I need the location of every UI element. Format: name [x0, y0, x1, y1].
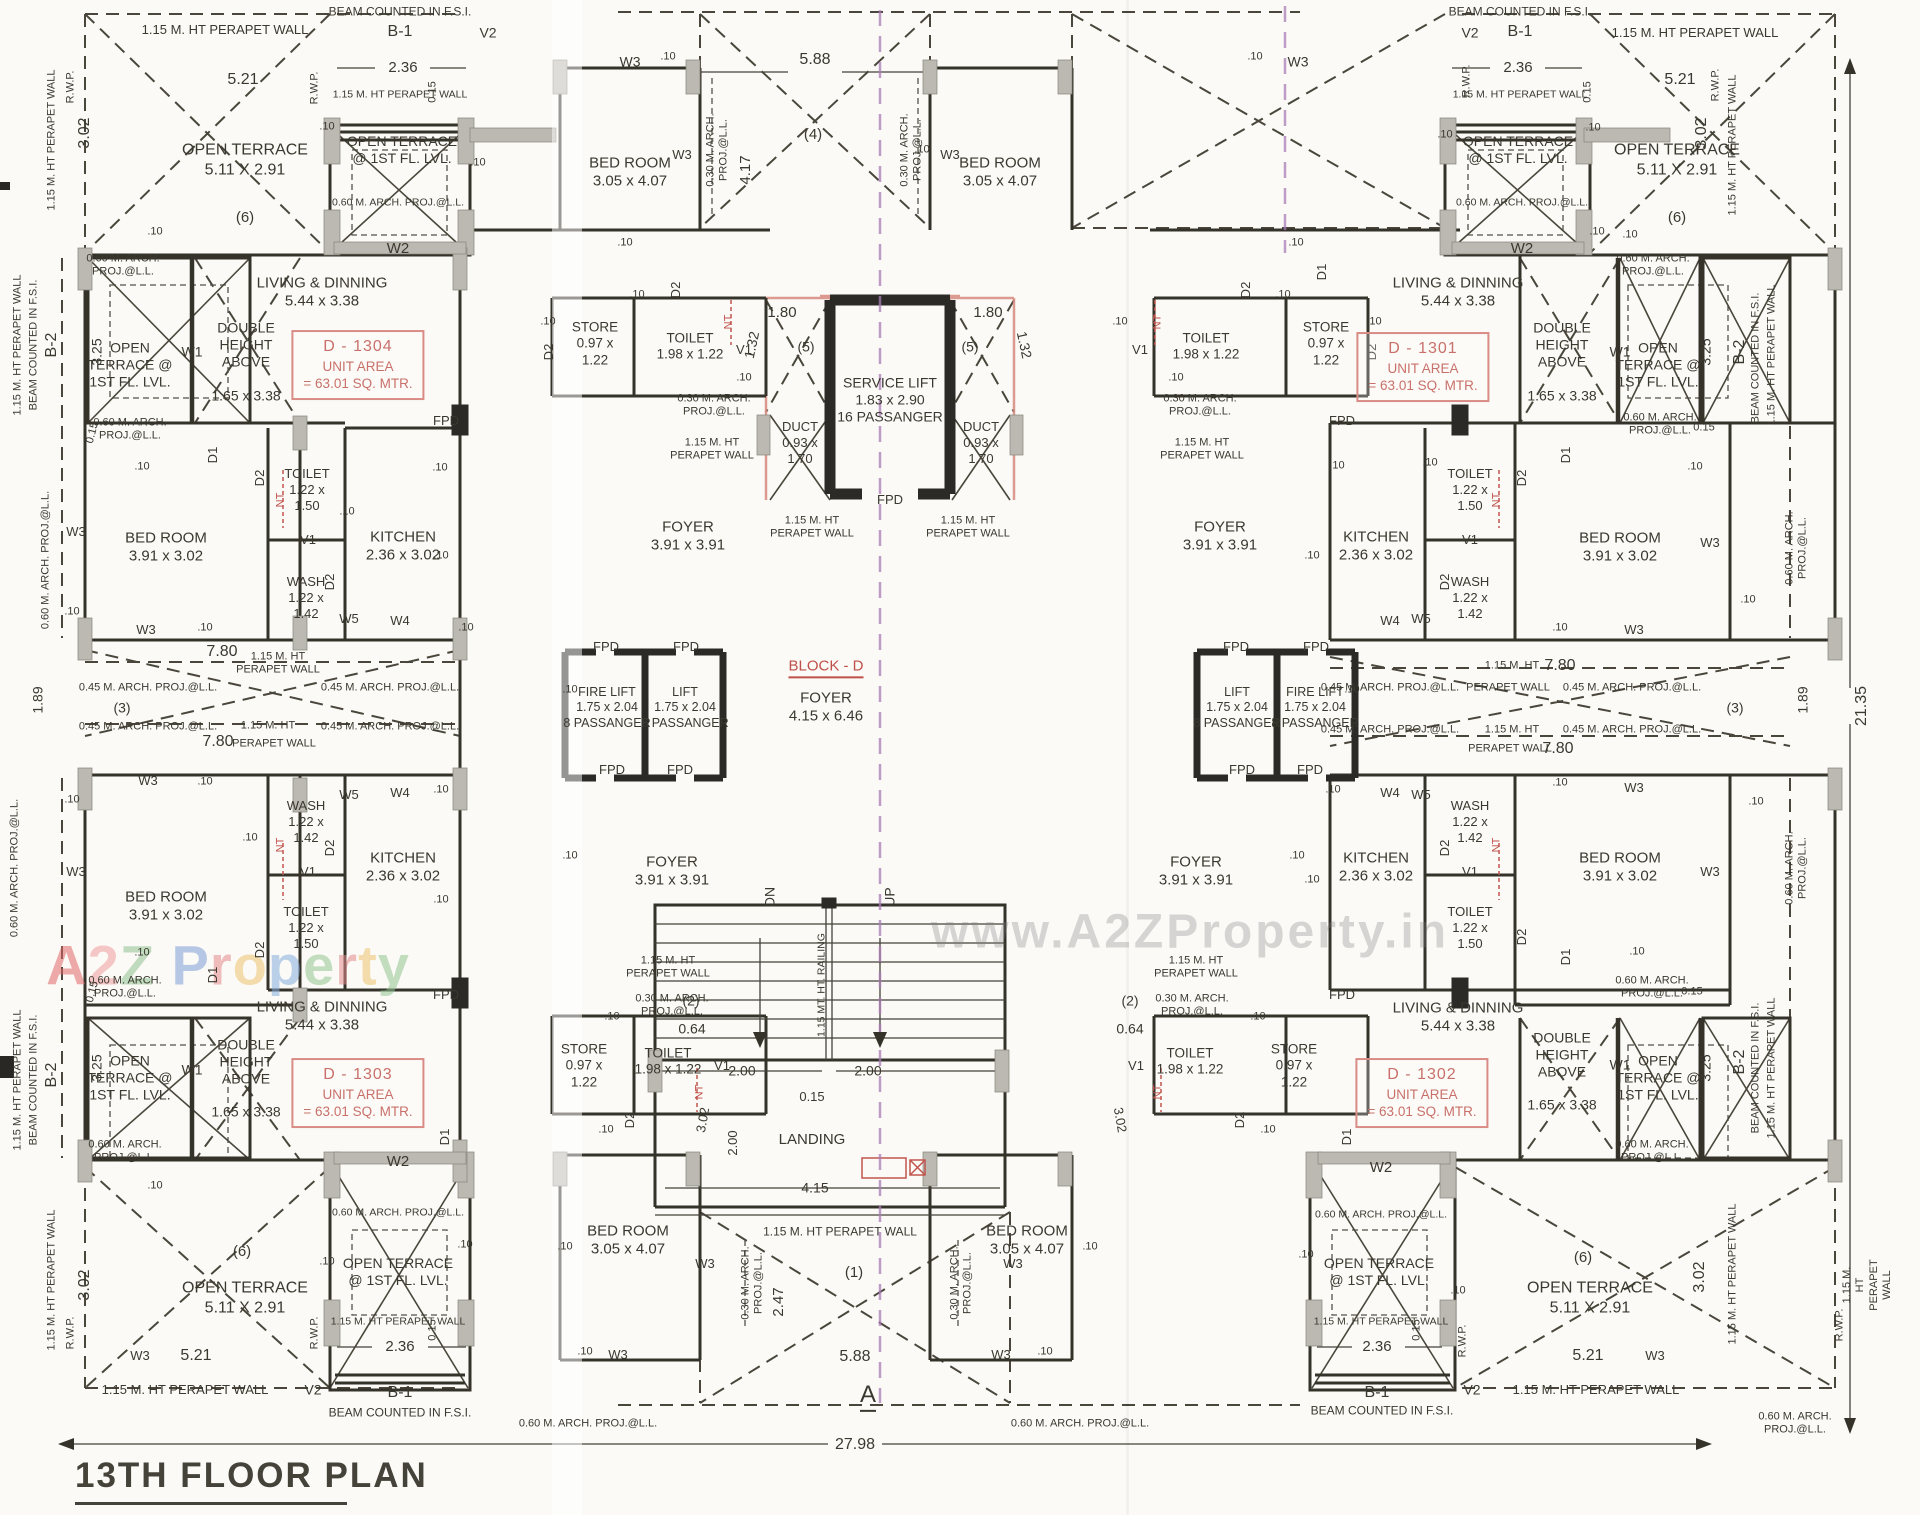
- watermark-logo: A2Z Property: [46, 933, 410, 998]
- unit-area-label: UNIT AREA: [322, 358, 394, 374]
- watermark-letter: r: [335, 933, 359, 997]
- unit-area-label: UNIT AREA: [322, 1086, 394, 1102]
- thin-lines: [60, 60, 1851, 1445]
- unit-id: D - 1304: [323, 338, 393, 356]
- plan-title: 13TH FLOOR PLAN: [75, 1456, 428, 1495]
- unit-area-value: = 63.01 SQ. MTR.: [1368, 378, 1478, 394]
- centre-lines: [878, 6, 1287, 1403]
- column-pads: [77, 59, 1843, 1347]
- watermark-letter: e: [303, 933, 336, 997]
- unit-id: D - 1303: [323, 1066, 393, 1084]
- unit-id: D - 1301: [1388, 340, 1458, 358]
- core-walls: [451, 294, 1469, 1009]
- unit-id: D - 1302: [1387, 1066, 1457, 1084]
- plan-title-underline: [75, 1502, 347, 1505]
- watermark-letter: y: [377, 933, 410, 997]
- watermark-letter: [155, 934, 172, 997]
- watermark-letter: o: [232, 933, 268, 997]
- watermark-center: www.A2ZProperty.in: [930, 905, 1450, 959]
- watermark-letter: A: [46, 933, 88, 997]
- unit-area-value: = 63.01 SQ. MTR.: [303, 376, 413, 392]
- scan-mark: [0, 182, 10, 190]
- unit-area-value: = 63.01 SQ. MTR.: [1367, 1104, 1477, 1120]
- watermark-letter: P: [171, 933, 210, 997]
- watermark-letter: 2: [87, 933, 120, 997]
- proj-dashed-rects: [109, 78, 1729, 1330]
- watermark-letter: p: [267, 933, 304, 997]
- watermark-letter: Z: [119, 933, 155, 997]
- watermark-letter: r: [209, 933, 233, 997]
- unit-area-value: = 63.01 SQ. MTR.: [303, 1104, 413, 1120]
- unit-area-label: UNIT AREA: [1387, 360, 1459, 376]
- unit-area-label: UNIT AREA: [1386, 1086, 1458, 1102]
- red-details: [282, 300, 1500, 1179]
- watermark-letter: t: [358, 933, 378, 997]
- heavy-walls: [189, 258, 1621, 1160]
- scan-mark: [0, 1056, 14, 1078]
- arrowheads: [58, 58, 1856, 1450]
- x-diagonals: [87, 126, 1791, 1389]
